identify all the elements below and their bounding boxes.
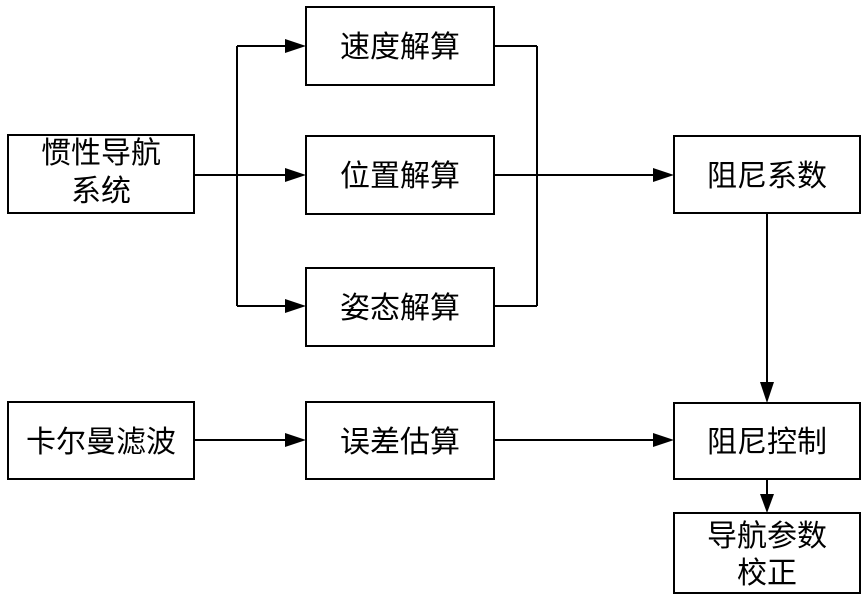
arrow-to-nav-correct (760, 494, 774, 513)
arrow-to-speed (285, 39, 306, 53)
arrow-to-damping-control (760, 382, 774, 403)
node-nav-param-correct-line2: 校正 (737, 556, 797, 591)
arrow-to-damping-coef (653, 168, 674, 182)
node-inertial-nav: 惯性导航 系统 (7, 134, 195, 214)
node-inertial-nav-line2: 系统 (71, 174, 131, 209)
node-attitude-calc: 姿态解算 (305, 267, 495, 347)
node-error-estimate: 误差估算 (305, 401, 495, 480)
node-nav-param-correct: 导航参数 校正 (673, 512, 861, 594)
node-speed-calc: 速度解算 (305, 6, 495, 86)
arrow-to-attitude (285, 299, 306, 313)
arrow-to-damping-control-left (653, 433, 674, 447)
node-speed-calc-label: 速度解算 (340, 30, 460, 65)
node-damping-control: 阻尼控制 (673, 402, 861, 480)
node-kalman-filter-label: 卡尔曼滤波 (26, 425, 176, 460)
arrow-to-position (285, 168, 306, 182)
node-inertial-nav-line1: 惯性导航 (41, 136, 161, 171)
node-error-estimate-label: 误差估算 (340, 425, 460, 460)
node-kalman-filter: 卡尔曼滤波 (7, 401, 195, 480)
node-position-calc-label: 位置解算 (340, 159, 460, 194)
node-damping-coef-label: 阻尼系数 (707, 159, 827, 194)
node-position-calc: 位置解算 (305, 135, 495, 215)
node-damping-control-label: 阻尼控制 (707, 425, 827, 460)
node-attitude-calc-label: 姿态解算 (340, 291, 460, 326)
node-damping-coef: 阻尼系数 (673, 135, 861, 214)
node-nav-param-correct-line1: 导航参数 (707, 519, 827, 554)
arrow-to-error-estimate (285, 433, 306, 447)
